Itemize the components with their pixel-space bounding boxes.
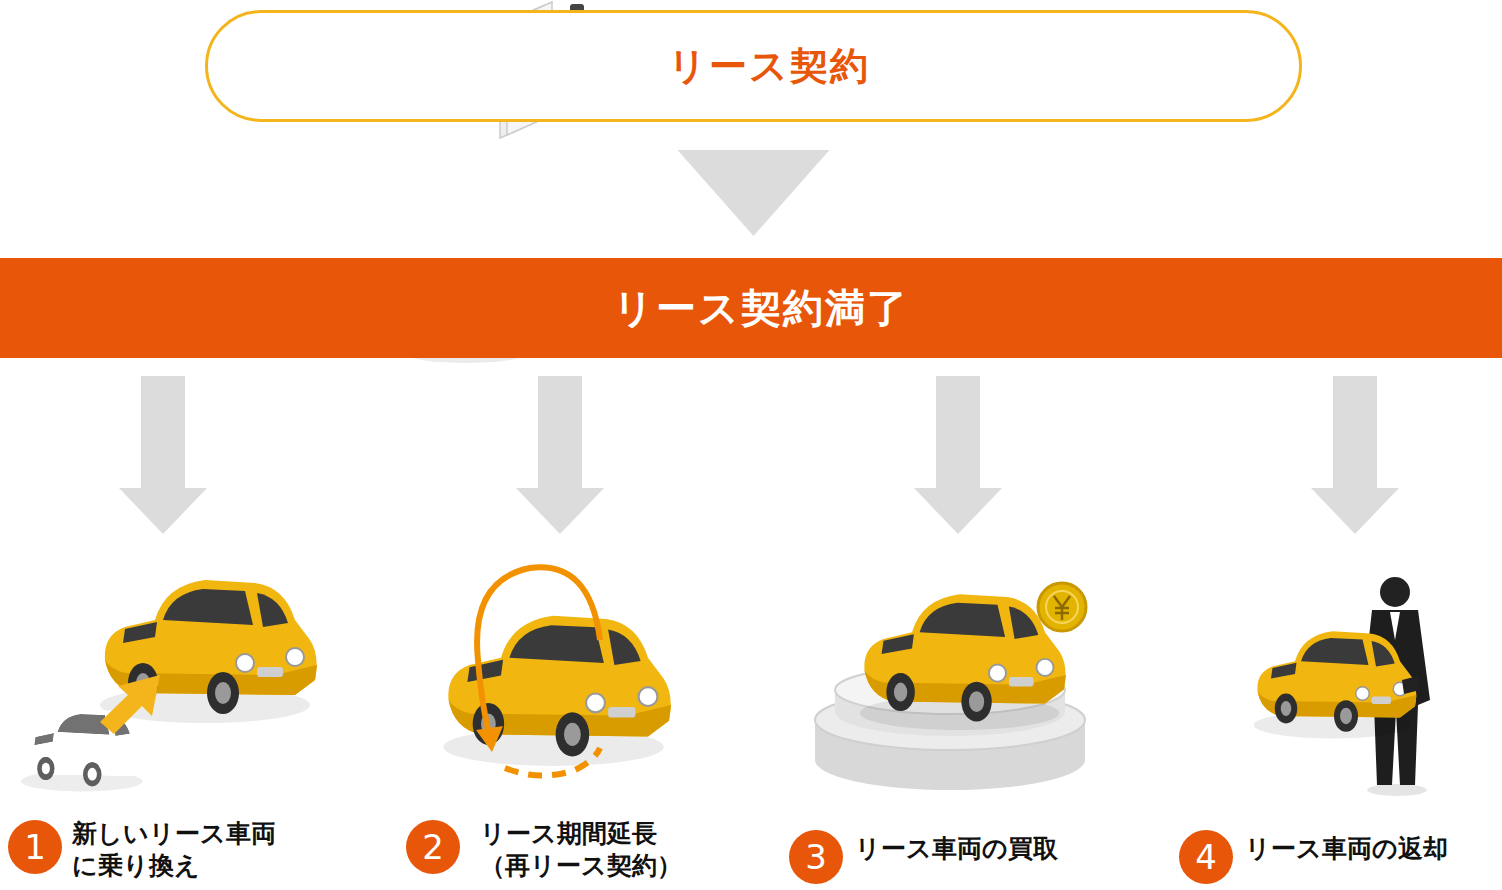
- number-label: 2: [422, 830, 444, 864]
- callout-number: 1: [8, 820, 62, 874]
- flow-arrow: [914, 376, 1002, 534]
- node-label: リース期間延長 （再リース契約）: [480, 818, 710, 882]
- callout-number: 3: [789, 830, 843, 884]
- node-label: リース車両の買取: [855, 833, 1058, 865]
- callout-number: 4: [1179, 830, 1233, 884]
- option-area: リース車両の買取 3: [785, 538, 1175, 890]
- node-label: リース車両の返却: [1245, 833, 1448, 865]
- callout-number: 2: [406, 820, 460, 874]
- node-label: リース契約満了: [593, 281, 909, 336]
- option-area: リース車両の返却 4: [1175, 538, 1502, 890]
- number-label: 4: [1195, 840, 1217, 874]
- flow-arrow: [1311, 376, 1399, 534]
- option-area: 新しいリース車両 に乗り換え 1: [0, 538, 380, 890]
- extend-illustration: [443, 567, 671, 775]
- change-car-illustration: [21, 580, 317, 792]
- flow-arrow: [678, 150, 830, 236]
- flow-arrow: [516, 376, 604, 534]
- number-label: 3: [805, 840, 827, 874]
- expiry-band: リース契約満了: [0, 258, 1502, 358]
- contract-box: リース契約: [205, 10, 1302, 122]
- node-label: 新しいリース車両 に乗り換え: [72, 818, 302, 882]
- number-label: 1: [24, 830, 46, 864]
- flow-arrow: [119, 376, 207, 534]
- option-area: リース期間延長 （再リース契約） 2: [400, 538, 780, 890]
- return-illustration: [1254, 577, 1430, 796]
- buy-illustration: [815, 583, 1086, 790]
- node-label: リース契約: [638, 41, 870, 92]
